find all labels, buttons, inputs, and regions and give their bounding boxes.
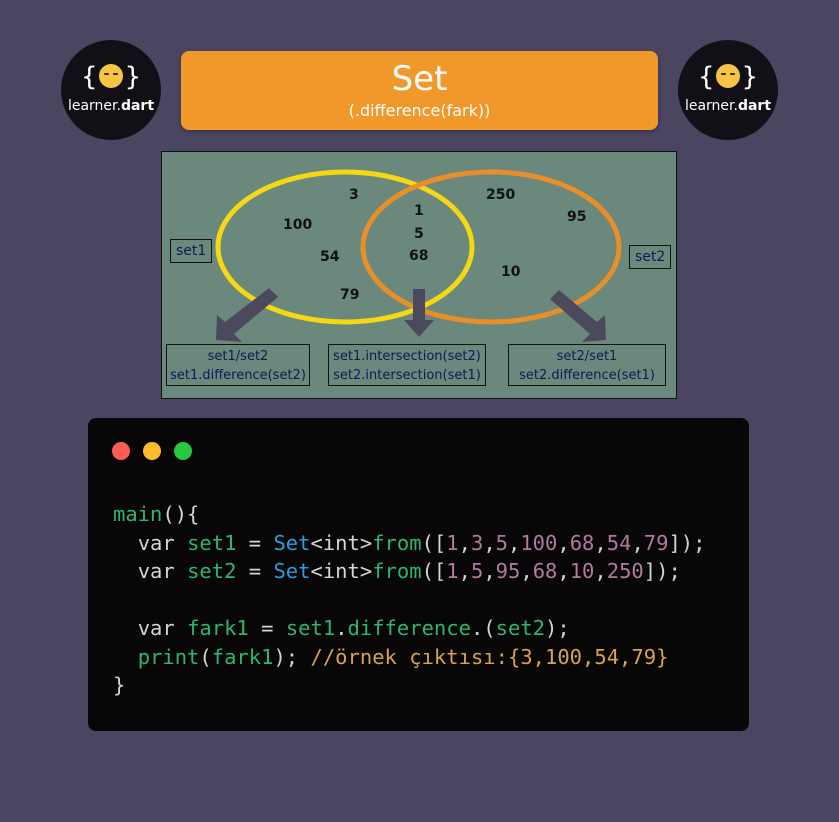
venn-value: 5 [414,226,424,242]
code-block: main(){ var set1 = Set<int>from([1,3,5,1… [113,500,706,700]
venn-value: 100 [283,217,313,233]
code-line: print(fark1); //örnek çıktısı:{3,100,54,… [137,644,669,669]
set1-label: set1 [170,239,213,263]
party-face-icon [99,63,123,88]
code-line: var fark1 = set1.difference.(set2); [137,616,570,640]
page-title: Set [391,59,448,99]
venn-graphics [215,169,622,342]
difference-set2-box: set2/set1 set2.difference(set1) [508,344,666,386]
code-window: main(){ var set1 = Set<int>from([1,3,5,1… [88,418,749,731]
maximize-window-dot-icon [174,442,192,460]
arrow-middle [404,289,434,337]
venn-value: 54 [320,249,340,265]
venn-value: 3 [349,187,359,203]
logo-text: learner.dart [684,98,772,114]
page-subtitle: (.difference(fark)) [348,101,491,120]
venn-value: 68 [409,248,429,264]
code-line: } [113,673,126,697]
logo-right: {} learner.dart [678,40,778,140]
venn-value: 1 [414,203,424,219]
logo-text: learner.dart [67,98,155,114]
venn-value: 79 [340,287,360,303]
logo-left: {} learner.dart [61,40,161,140]
close-window-dot-icon [112,442,130,460]
difference-set1-box: set1/set2 set1.difference(set2) [166,344,310,386]
set2-ellipse [360,169,622,325]
venn-value: 10 [501,264,521,280]
venn-value: 250 [486,187,516,203]
venn-diagram: 3 100 54 79 1 5 68 250 95 10 set1 set2 s… [161,151,677,399]
arrow-left [216,288,278,342]
minimize-window-dot-icon [143,442,161,460]
venn-value: 95 [567,209,587,225]
code-line: var set1 = Set<int>from([1,3,5,100,68,54… [137,530,706,555]
code-line: var set2 = Set<int>from([1,5,95,68,10,25… [137,559,681,583]
party-face-icon [716,63,740,88]
logo-braces: {} [81,62,141,92]
set2-label: set2 [629,245,672,269]
title-banner: Set (.difference(fark)) [181,51,658,130]
arrow-right [550,290,606,342]
logo-braces: {} [698,62,758,92]
set1-ellipse [215,169,475,325]
intersection-box: set1.intersection(set2) set2.intersectio… [328,344,486,386]
code-line: main(){ [113,502,200,526]
